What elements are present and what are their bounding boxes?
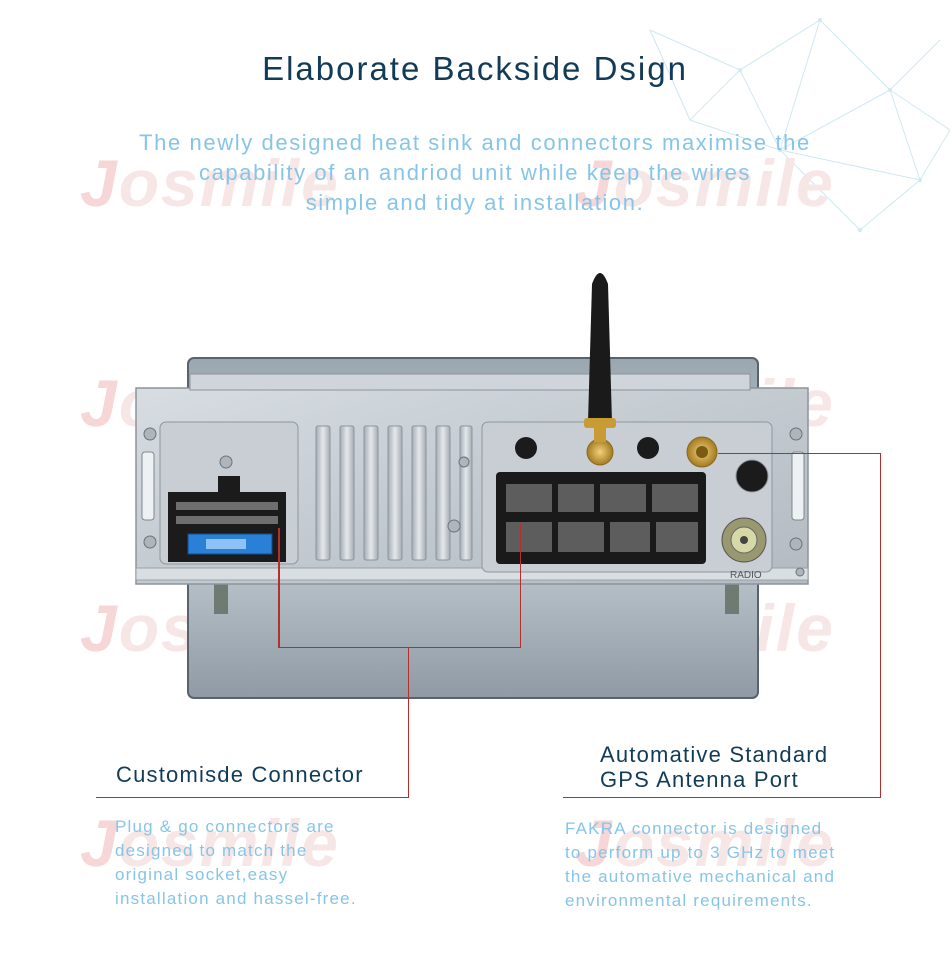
callout-line: [718, 453, 881, 454]
description-line: FAKRA connector is designed: [565, 819, 823, 838]
subtitle-line: The newly designed heat sink and connect…: [139, 130, 811, 155]
head-unit-backside-image: RADIO: [135, 273, 809, 699]
network-pattern-decoration: [649, 18, 950, 232]
callout-line: [278, 528, 280, 648]
description-line: installation and hassel-free.: [115, 889, 357, 908]
watermark-brand: Josmile: [575, 806, 835, 880]
subtitle-line: capability of an andriod unit while keep…: [198, 160, 752, 185]
callout-line: [408, 647, 409, 798]
heading-line: GPS Antenna Port: [600, 767, 799, 792]
description-line: the automative mechanical and: [565, 867, 836, 886]
description-line: to perform up to 3 GHz to meet: [565, 843, 836, 862]
callout-left-heading: Customisde Connector: [116, 762, 364, 787]
description-line: Plug & go connectors are: [115, 817, 335, 836]
page-title: Elaborate Backside Dsign: [262, 50, 688, 87]
subtitle-line: simple and tidy at installation.: [305, 190, 645, 215]
heading-line: Automative Standard: [600, 742, 829, 767]
watermark-brand: Josmile: [80, 146, 340, 220]
description-line: designed to match the: [115, 841, 308, 860]
description-line: environmental requirements.: [565, 891, 813, 910]
watermark-brand: Josmile: [80, 806, 340, 880]
callout-line: [563, 797, 881, 798]
callout-right-heading: Automative Standard GPS Antenna Port: [600, 742, 828, 792]
callout-line: [278, 647, 521, 648]
callout-left-description: Plug & go connectors are designed to mat…: [115, 815, 357, 911]
callout-line: [880, 453, 881, 798]
description-line: original socket,easy: [115, 865, 289, 884]
radio-port-label: RADIO: [730, 570, 762, 581]
callout-right-description: FAKRA connector is designed to perform u…: [565, 817, 835, 913]
page-subtitle: The newly designed heat sink and connect…: [60, 128, 890, 218]
callout-line: [96, 797, 409, 798]
watermark-brand: Josmile: [575, 146, 835, 220]
callout-line: [520, 524, 521, 648]
